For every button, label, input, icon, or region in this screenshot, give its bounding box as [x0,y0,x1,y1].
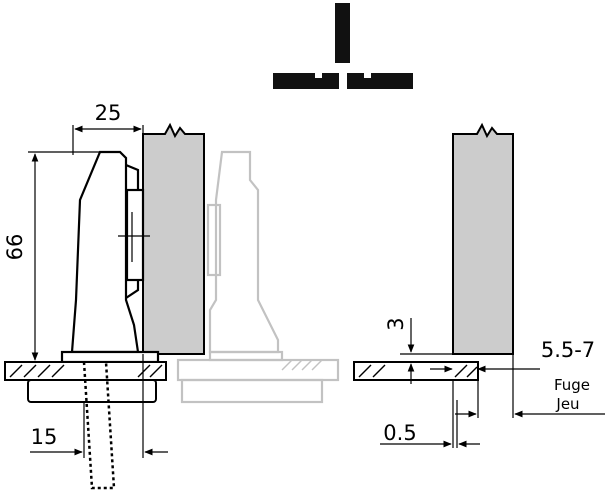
carcass-section-left [4,361,167,403]
dim-label-5-5-7: 5.5-7 [541,338,595,362]
dim-label-66: 66 [3,234,27,261]
dimension-lines-right [380,318,605,448]
label-jeu: Jeu [555,395,579,413]
glass-panel-right [452,122,514,355]
inset-symbol-icon [273,3,413,89]
dim-label-15: 15 [31,425,58,449]
dim-label-25: 25 [95,101,122,125]
glass-panel-left [142,122,205,355]
dim-label-3: 3 [384,317,408,330]
dim-label-0-5: 0.5 [383,421,416,445]
ghost-hinge-outline [176,150,340,404]
hinge-body [60,150,160,364]
label-fuge: Fuge [554,376,590,394]
screw-dotted [82,361,116,490]
dimension-lines-left [28,125,168,458]
carcass-section-right [353,361,479,381]
